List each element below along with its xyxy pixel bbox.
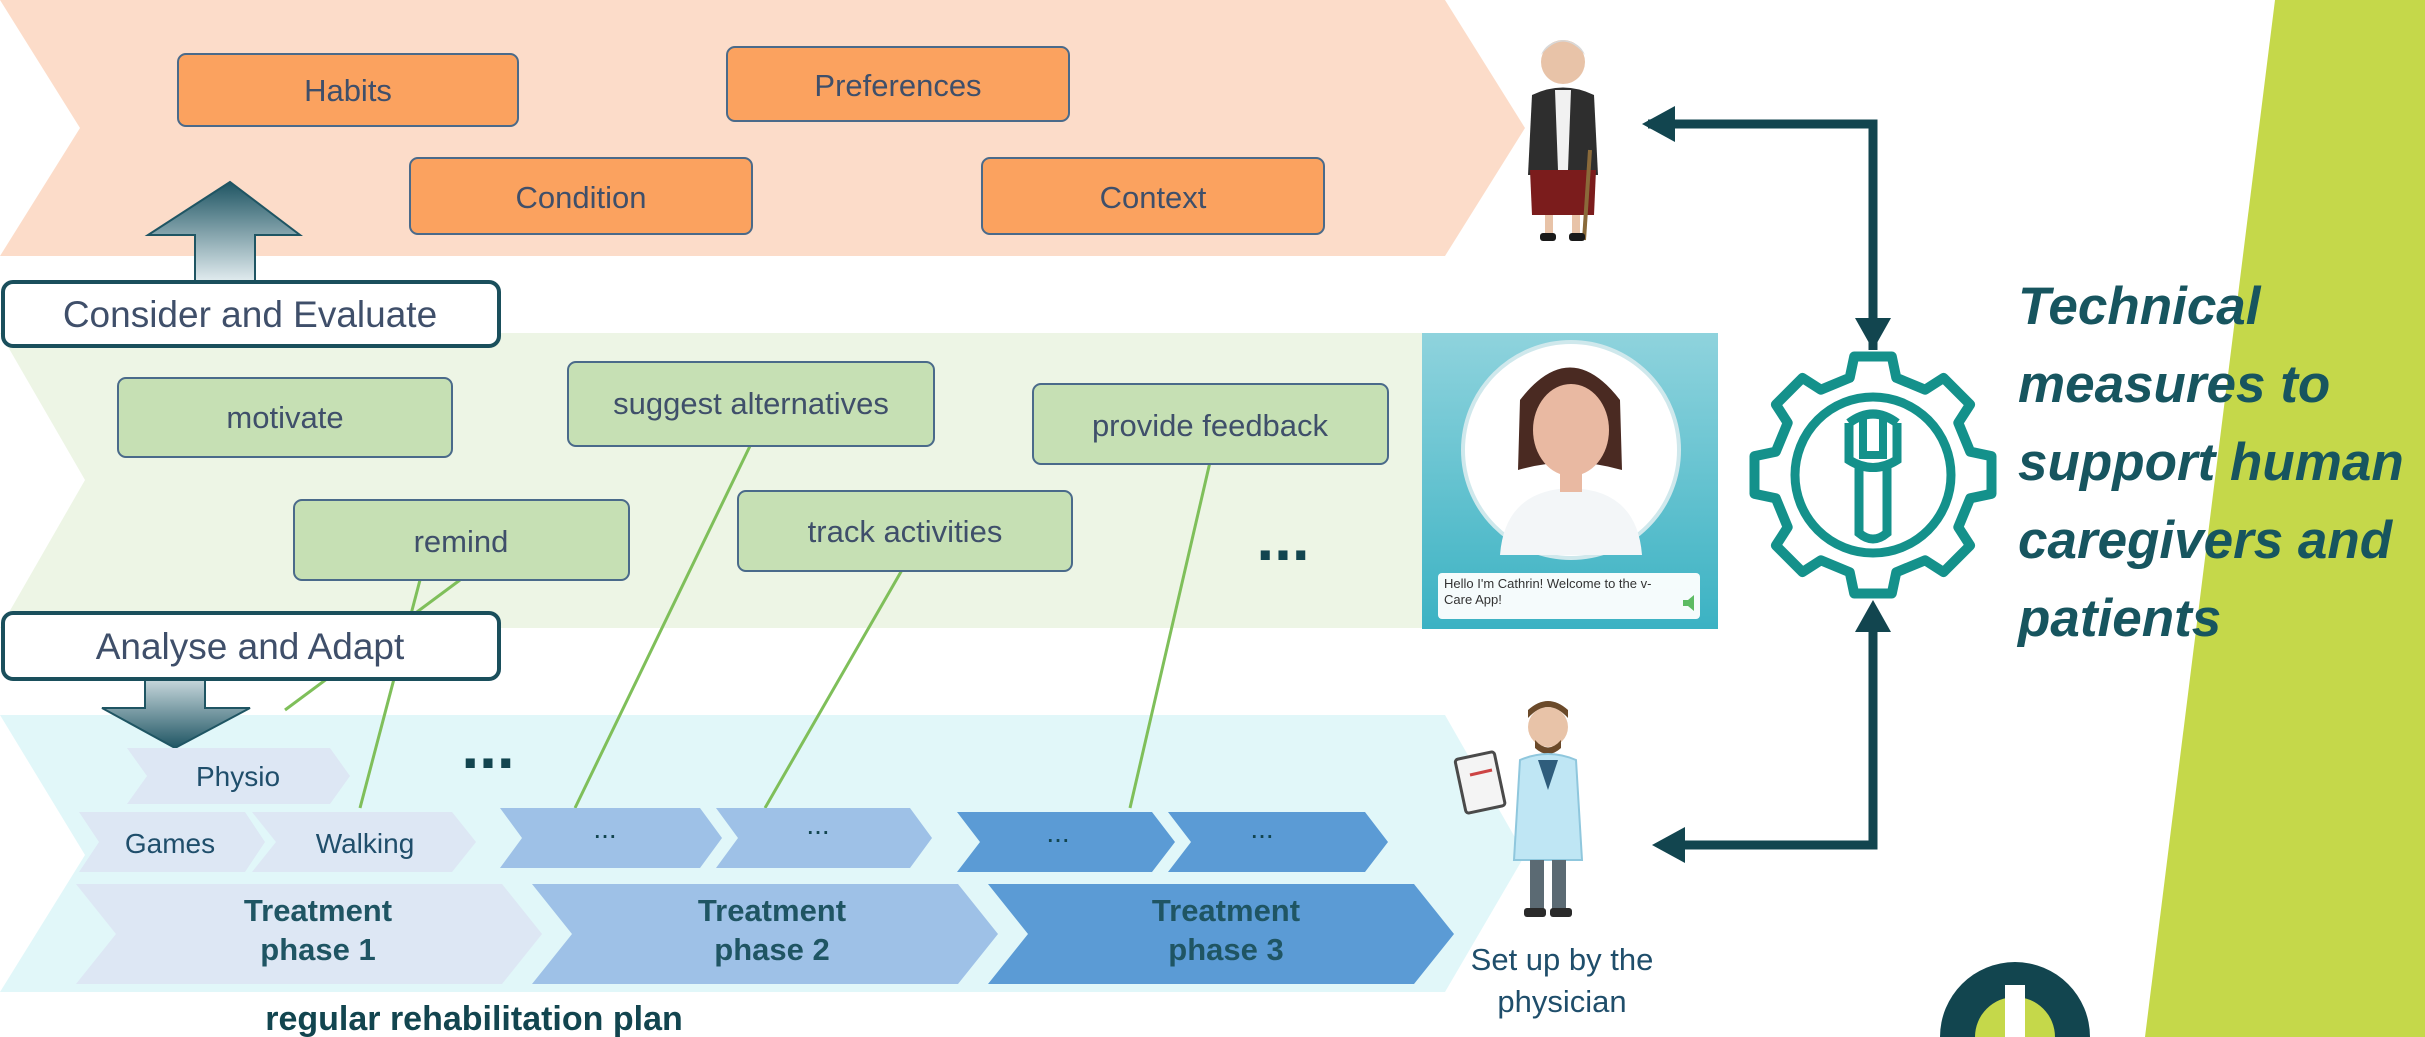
patient-item-condition: Condition: [409, 157, 753, 235]
svg-text:Context: Context: [1100, 180, 1207, 215]
svg-text:Games: Games: [125, 828, 215, 859]
app-item-remind: remind: [293, 499, 630, 581]
activity-walking: Walking: [252, 812, 476, 872]
svg-text:Consider and Evaluate: Consider and Evaluate: [63, 294, 437, 335]
svg-text:...: ...: [1046, 817, 1069, 848]
physician-caption-line1: Set up by the: [1471, 942, 1654, 977]
app-item-provide-feedback: provide feedback: [1032, 383, 1389, 465]
plan-caption: regular rehabilitation plan: [265, 1000, 683, 1037]
svg-text:Habits: Habits: [304, 73, 392, 108]
svg-text:phase 1: phase 1: [260, 932, 375, 967]
consider-evaluate-label: Consider and Evaluate: [1, 280, 501, 348]
headline-line-3: support human: [2018, 433, 2404, 492]
avatar-message: Hello I'm Cathrin! Welcome to the v-Care…: [1444, 576, 1652, 607]
svg-text:Preferences: Preferences: [814, 68, 981, 103]
headline-line-4: caregivers and: [2018, 511, 2393, 570]
headline: Technical measures to support human care…: [2018, 268, 2418, 658]
gear-wrench-icon: [1749, 351, 1997, 599]
avatar-panel: Hello I'm Cathrin! Welcome to the v-Care…: [1422, 333, 1718, 629]
svg-text:Physio: Physio: [196, 761, 280, 792]
svg-text:provide feedback: provide feedback: [1092, 408, 1329, 443]
svg-text:Treatment: Treatment: [244, 893, 392, 928]
svg-text:...: ...: [806, 809, 829, 840]
connector-lines: [284, 445, 1212, 809]
patient-item-preferences: Preferences: [726, 46, 1070, 122]
phase2-substep-b: ...: [716, 808, 932, 868]
svg-text:phase 2: phase 2: [714, 932, 829, 967]
lime-side-panel: [2145, 0, 2425, 1037]
patient-item-habits: Habits: [177, 53, 519, 127]
patient-item-context: Context: [981, 157, 1325, 235]
physician-caption-line2: physician: [1497, 984, 1626, 1019]
treatment-phase-3: Treatment phase 3: [988, 884, 1454, 984]
avatar-icon: [1500, 367, 1642, 555]
svg-text:Analyse and Adapt: Analyse and Adapt: [96, 626, 405, 667]
headline-line-5: patients: [2018, 589, 2222, 648]
svg-text:motivate: motivate: [226, 400, 343, 435]
phase3-substep-a: ...: [957, 812, 1175, 872]
svg-text:remind: remind: [414, 524, 509, 559]
activity-games: Games: [79, 812, 265, 872]
app-item-motivate: motivate: [117, 377, 453, 458]
project-logo: [1940, 962, 2090, 1037]
app-item-track-activities: track activities: [737, 490, 1073, 572]
svg-text:Treatment: Treatment: [1152, 893, 1300, 928]
analyse-adapt-label: Analyse and Adapt: [1, 611, 501, 681]
speaker-icon: [1683, 595, 1694, 611]
app-item-suggest-alternatives: suggest alternatives: [567, 361, 935, 447]
activity-physio: Physio: [127, 748, 350, 804]
svg-text:track activities: track activities: [808, 514, 1003, 549]
physician-icon: [1453, 701, 1584, 917]
headline-line-1: Technical: [2018, 277, 2261, 336]
app-layer-ellipsis: ...: [1256, 502, 1309, 574]
treatment-phase-2: Treatment phase 2: [532, 884, 998, 984]
svg-text:...: ...: [1250, 813, 1273, 844]
bracket-connector: [1642, 106, 1891, 863]
svg-text:Treatment: Treatment: [698, 893, 846, 928]
activity-ellipsis: ...: [461, 710, 514, 782]
svg-text:phase 3: phase 3: [1168, 932, 1283, 967]
svg-text:suggest alternatives: suggest alternatives: [613, 386, 889, 421]
elderly-patient-icon: [1528, 40, 1598, 241]
svg-text:...: ...: [593, 813, 616, 844]
phase2-substep-a: ...: [500, 808, 722, 868]
svg-text:Walking: Walking: [316, 828, 415, 859]
treatment-phase-1: Treatment phase 1: [76, 884, 542, 984]
phase3-substep-b: ...: [1168, 812, 1388, 872]
svg-text:Condition: Condition: [516, 180, 647, 215]
headline-line-2: measures to: [2018, 355, 2331, 414]
